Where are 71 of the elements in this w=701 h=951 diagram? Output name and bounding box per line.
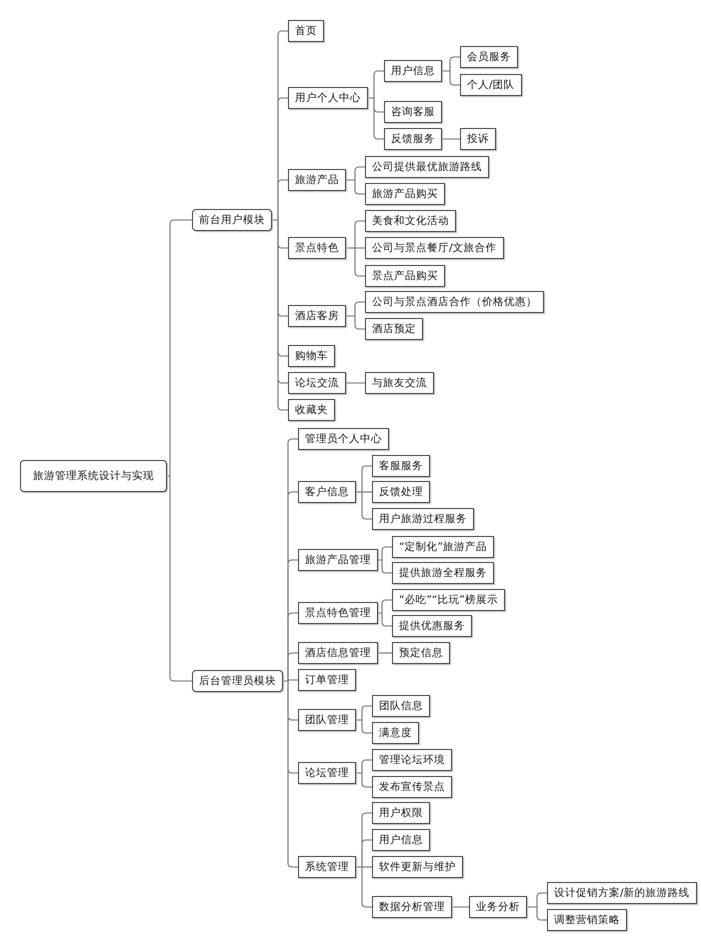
topic-box: 酒店预定 [365, 318, 423, 340]
topic-box: 公司与景点餐厅/文旅合作 [365, 237, 504, 259]
topic-box: 景点特色 [288, 237, 346, 259]
topic-box: 提供旅游全程服务 [392, 562, 494, 584]
connector-line [378, 559, 392, 574]
topic-box: 论坛交流 [288, 372, 346, 394]
connector-line [442, 70, 460, 86]
connector-line [167, 475, 192, 682]
topic-box: “定制化”旅游产品 [392, 536, 494, 558]
connector-line [346, 247, 365, 277]
topic-box: 景点特色管理 [298, 602, 378, 624]
topic-box: 投诉 [460, 128, 496, 150]
topic-box: 反馈处理 [372, 481, 430, 503]
topic-box: 软件更新与维护 [372, 856, 463, 878]
connector-line [356, 719, 372, 734]
topic-box: “必吃”“比玩”榜展示 [392, 589, 505, 611]
topic-box: 个人/团队 [460, 74, 522, 96]
connector-line [378, 652, 392, 654]
topic-box: 管理员个人中心 [298, 428, 389, 450]
topic-box: 旅游产品管理 [298, 549, 378, 571]
topic-box: 反馈服务 [384, 128, 442, 150]
topic-box: 首页 [288, 20, 324, 42]
topic-box: 酒店客房 [288, 305, 346, 327]
topic-box: 满意度 [372, 722, 419, 744]
connector-line [346, 315, 365, 330]
connector-line [356, 866, 372, 908]
connector-line [356, 491, 372, 520]
topic-box: 订单管理 [298, 669, 356, 691]
topic-box: 发布宣传景点 [372, 776, 452, 798]
topic-box: 团队信息 [372, 695, 430, 717]
topic-box: 预定信息 [392, 642, 450, 664]
topic-box: 客服服务 [372, 455, 430, 477]
topic-box: 旅游产品购买 [365, 183, 445, 205]
topic-box: 会员服务 [460, 46, 518, 68]
topic-box: 团队管理 [298, 709, 356, 731]
topic-box: 业务分析 [469, 896, 527, 918]
topic-box: 用户旅游过程服务 [372, 508, 474, 530]
topic-box: 后台管理员模块 [192, 670, 283, 692]
topic-box: 提供优惠服务 [392, 615, 472, 637]
connector-line [167, 219, 192, 477]
topic-box: 设计促销方案/新的旅游路线 [547, 882, 697, 904]
topic-box: 公司与景点酒店合作（价格优惠） [365, 291, 544, 313]
connector-line [442, 138, 460, 140]
topic-box: 客户信息 [298, 481, 356, 503]
topic-box: 前台用户模块 [192, 209, 272, 231]
topic-box: 酒店信息管理 [298, 642, 378, 664]
connector-line [368, 97, 384, 140]
topic-box: 系统管理 [298, 856, 356, 878]
connector-line [283, 680, 298, 868]
topic-box: 收藏夹 [288, 399, 335, 421]
topic-box: 调整营销策略 [547, 909, 627, 931]
topic-box: 论坛管理 [298, 762, 356, 784]
topic-box: 与旅友交流 [365, 372, 434, 394]
topic-box: 公司提供最优旅游路线 [365, 156, 489, 178]
topic-box: 咨询客服 [384, 101, 442, 123]
topic-box: 购物车 [288, 345, 335, 367]
root-box: 旅游管理系统设计与实现 [20, 460, 167, 492]
topic-box: 用户个人中心 [288, 87, 368, 109]
connector-line [356, 772, 372, 788]
topic-box: 数据分析管理 [372, 896, 452, 918]
connector-line [346, 179, 365, 195]
topic-box: 用户权限 [372, 802, 430, 824]
topic-box: 管理论坛环境 [372, 749, 452, 771]
topic-box: 用户信息 [384, 60, 442, 82]
connector-line [378, 612, 392, 627]
connector-line [452, 906, 469, 908]
topic-box: 美食和文化活动 [365, 210, 456, 232]
topic-box: 用户信息 [372, 829, 430, 851]
connector-line [346, 382, 365, 384]
topic-box: 旅游产品 [288, 169, 346, 191]
topic-box: 景点产品购买 [365, 265, 445, 287]
